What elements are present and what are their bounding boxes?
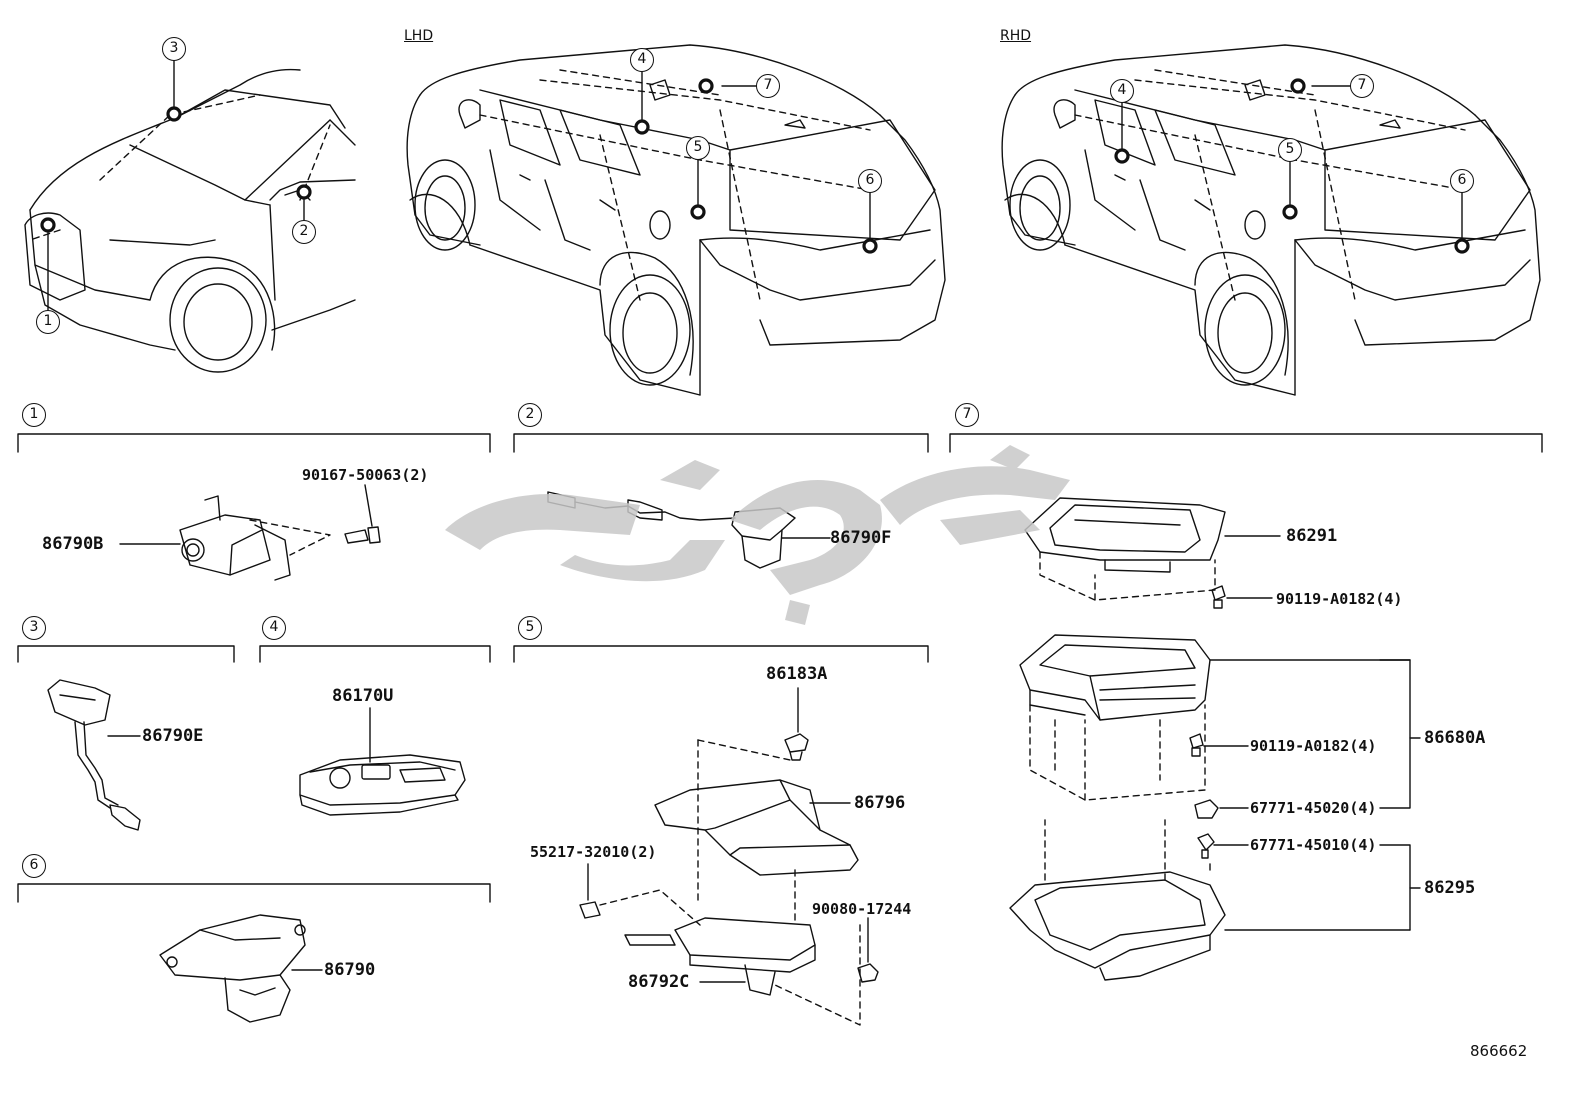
- part-90167-50063: 90167-50063(2): [302, 466, 429, 484]
- lhd-view-label: LHD: [404, 28, 434, 44]
- section-3-header: 3: [22, 616, 46, 640]
- part-86170U: 86170U: [332, 686, 394, 706]
- section-brackets: [17, 433, 1543, 903]
- clip-67771-45020: [1194, 799, 1249, 819]
- part-86790F: 86790F: [830, 528, 892, 548]
- callout-6-rhd: 6: [1450, 169, 1474, 193]
- ecu-hidden-lines: [599, 739, 861, 1026]
- callout-7-rhd: 7: [1350, 74, 1374, 98]
- part-67771-45010: 67771-45010(4): [1250, 836, 1377, 854]
- part-86790B: 86790B: [42, 534, 104, 554]
- clip-86183A: [784, 687, 809, 761]
- callout-1-front: 1: [36, 310, 60, 334]
- clip-67771-45010: [1197, 833, 1249, 859]
- part-86680A: 86680A: [1424, 728, 1486, 748]
- part-86295: 86295: [1424, 878, 1476, 898]
- section-5-header: 5: [518, 616, 542, 640]
- part-86291: 86291: [1286, 526, 1338, 546]
- display-hidden-lines: [1029, 704, 1206, 801]
- housing-86295: [1009, 844, 1421, 981]
- frame-86291: [1024, 497, 1281, 573]
- ecu-86792C: [624, 917, 816, 996]
- section-7-header: 7: [955, 403, 979, 427]
- callout-3-front: 3: [162, 37, 186, 61]
- callout-5-rhd: 5: [1278, 138, 1302, 162]
- watermark-logo: [445, 445, 1070, 625]
- screw-90167-50063: [344, 484, 381, 544]
- callout-7-lhd: 7: [756, 74, 780, 98]
- callout-2-front: 2: [292, 220, 316, 244]
- part-86790E: 86790E: [142, 726, 204, 746]
- part-86796: 86796: [854, 793, 906, 813]
- camera-86790: [159, 914, 323, 1023]
- section-2-header: 2: [518, 403, 542, 427]
- lhd-hidden-lines: [479, 69, 871, 301]
- clip-55217-32010: [579, 863, 601, 919]
- callout-6-lhd: 6: [858, 169, 882, 193]
- cover-86796: [654, 779, 859, 876]
- part-86790: 86790: [324, 960, 376, 980]
- camera-86790B: [119, 495, 291, 581]
- rhd-vehicle-view: [1001, 44, 1541, 396]
- frame-hidden-lines: [1039, 551, 1216, 601]
- section-4-header: 4: [262, 616, 286, 640]
- display-unit-86680A: [1019, 634, 1411, 721]
- part-86183A: 86183A: [766, 664, 828, 684]
- callout-5-lhd: 5: [686, 136, 710, 160]
- rhd-view-label: RHD: [1000, 28, 1032, 44]
- screw-90119-A0182-mid: [1189, 733, 1249, 757]
- part-90119-A0182-top: 90119-A0182(4): [1276, 590, 1403, 608]
- part-67771-45020: 67771-45020(4): [1250, 799, 1377, 817]
- vehicle-location-dots: [40, 78, 1470, 254]
- nut-90080-17244: [857, 917, 879, 983]
- part-90119-A0182-mid: 90119-A0182(4): [1250, 737, 1377, 755]
- callout-4-lhd: 4: [630, 48, 654, 72]
- screw-90119-A0182-top: [1211, 585, 1273, 609]
- section-6-header: 6: [22, 854, 46, 878]
- figure-id: 866662: [1470, 1042, 1528, 1060]
- part-90080-17244: 90080-17244: [812, 900, 912, 918]
- bracket-86680A: [1379, 659, 1421, 809]
- section-1-header: 1: [22, 403, 46, 427]
- housing-hidden-lines: [1044, 819, 1211, 881]
- bracket-dashed-guides: [249, 519, 331, 556]
- callout-4-rhd: 4: [1110, 79, 1134, 103]
- lhd-vehicle-view: [406, 44, 946, 396]
- part-55217-32010: 55217-32010(2): [530, 843, 657, 861]
- part-86792C: 86792C: [628, 972, 690, 992]
- controller-86170U: [299, 707, 466, 816]
- camera-86790E: [47, 679, 141, 831]
